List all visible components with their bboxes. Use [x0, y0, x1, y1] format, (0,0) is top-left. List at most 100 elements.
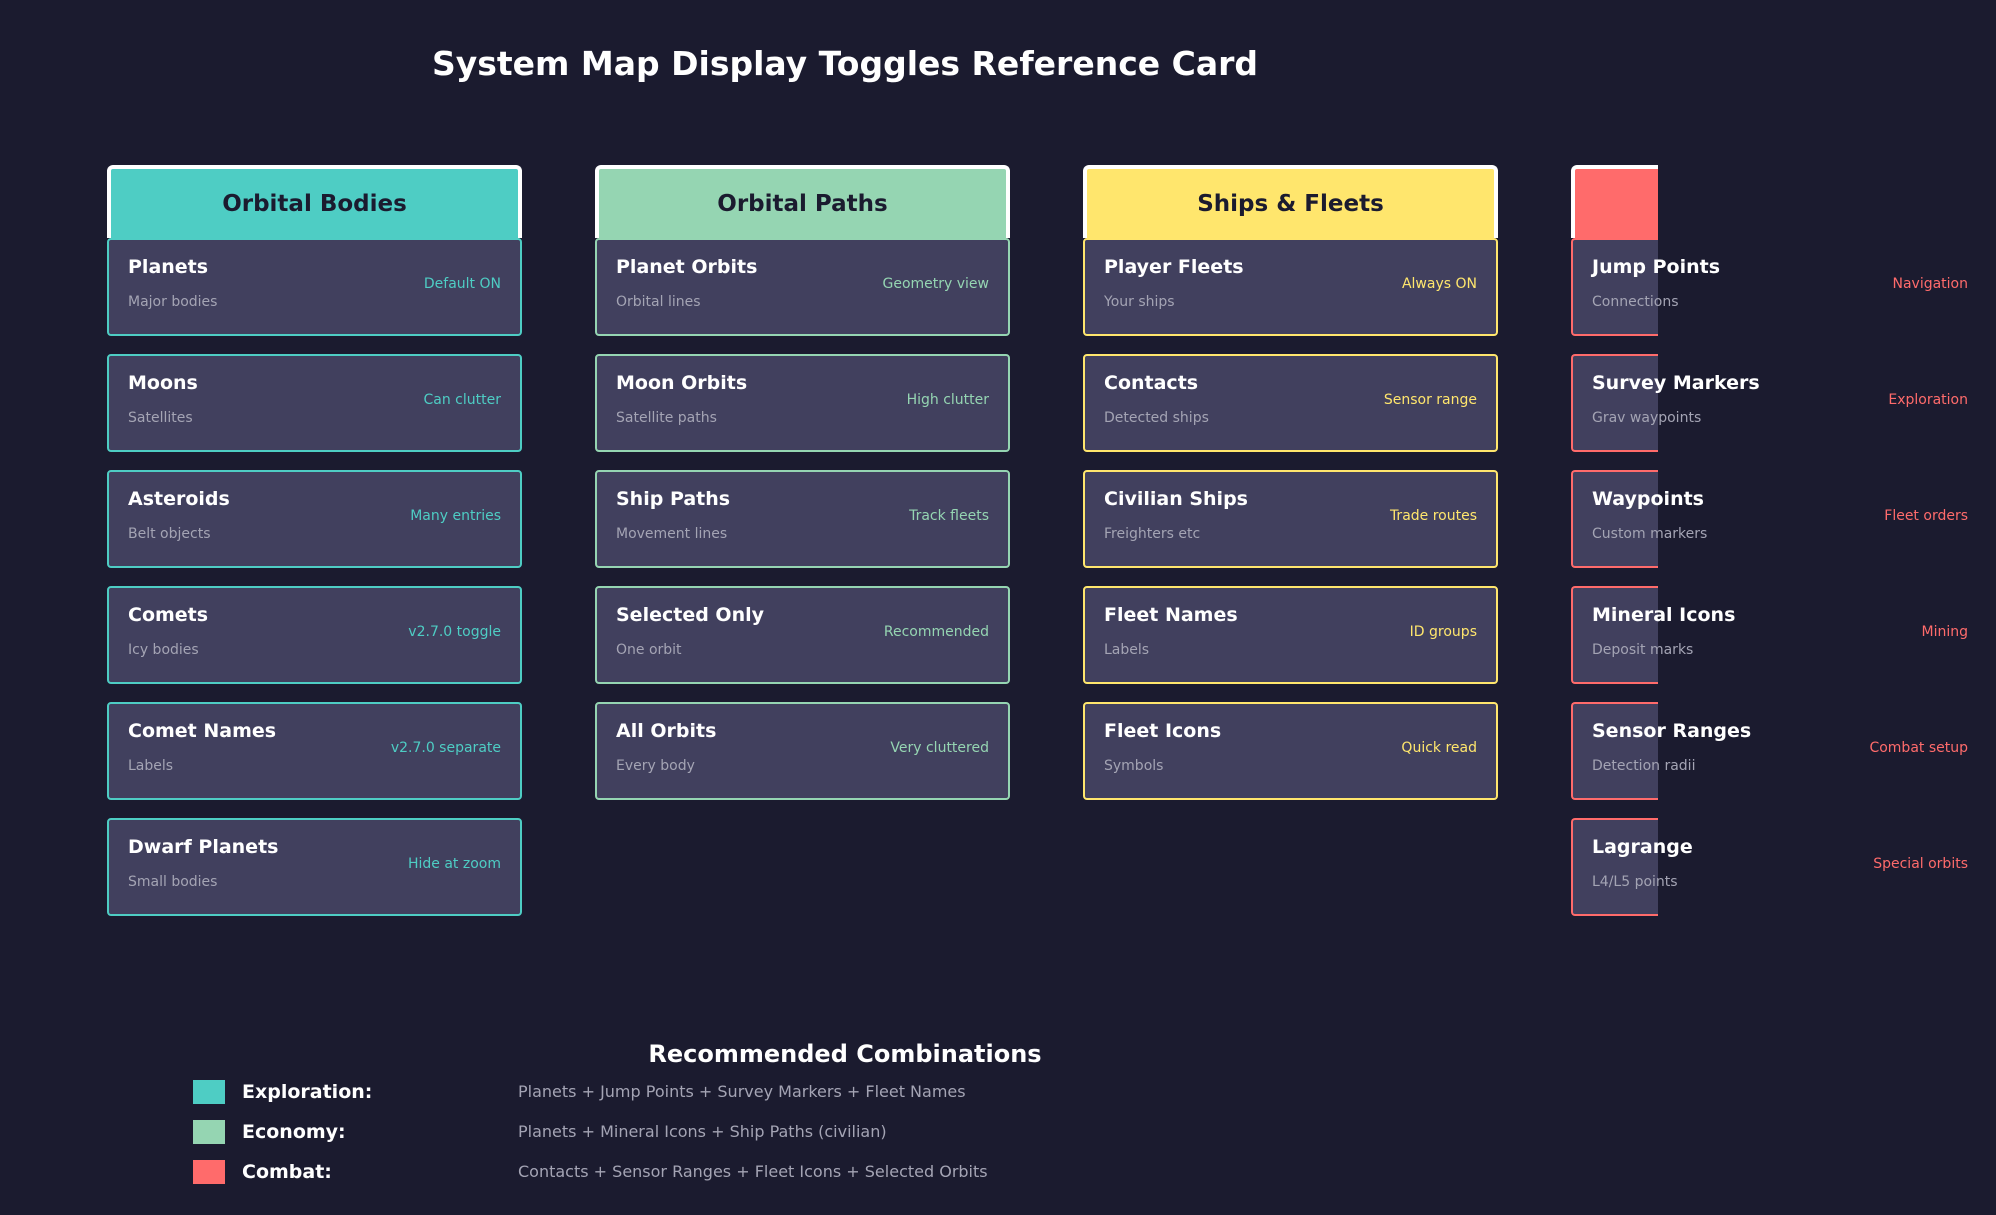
toggle-description: Belt objects — [128, 526, 211, 542]
toggle-note: Navigation — [1892, 276, 1968, 292]
toggle-description: Grav waypoints — [1592, 410, 1702, 426]
toggle-name: Comet Names — [128, 720, 277, 742]
toggle-name: All Orbits — [616, 720, 717, 742]
toggle-note: Sensor range — [1383, 392, 1477, 408]
toggle-description: L4/L5 points — [1592, 874, 1678, 890]
toggle-description: Freighters etc — [1104, 526, 1201, 542]
toggle-note: Exploration — [1888, 392, 1968, 408]
toggle-description: Icy bodies — [128, 642, 199, 658]
column-header: Orbital Paths — [595, 165, 1010, 238]
toggle-description: Custom markers — [1592, 526, 1708, 542]
toggle-description: Satellite paths — [616, 410, 717, 426]
toggle-name: Moon Orbits — [616, 372, 748, 394]
toggle-name: Lagrange — [1592, 836, 1693, 858]
toggle-note: Very cluttered — [890, 740, 989, 756]
combination-label: Economy: — [242, 1121, 346, 1143]
toggle-description: Symbols — [1104, 758, 1164, 774]
toggle-note: Trade routes — [1389, 508, 1477, 524]
toggle-note: Special orbits — [1873, 856, 1968, 872]
toggle-name: Jump Points — [1592, 256, 1721, 278]
toggle-note: Always ON — [1401, 276, 1477, 292]
toggle-name: Planet Orbits — [616, 256, 758, 278]
toggle-name: Waypoints — [1592, 488, 1704, 510]
toggle-name: Survey Markers — [1592, 372, 1760, 394]
toggle-name: Civilian Ships — [1104, 488, 1248, 510]
toggle-description: Your ships — [1104, 294, 1175, 310]
toggle-note: Track fleets — [909, 508, 989, 524]
combination-text: Planets + Jump Points + Survey Markers +… — [518, 1082, 966, 1101]
toggle-note: Recommended — [883, 624, 989, 640]
toggle-name: Comets — [128, 604, 209, 626]
page-title: System Map Display Toggles Reference Car… — [431, 44, 1259, 83]
toggle-note: v2.7.0 separate — [390, 740, 501, 756]
toggle-name: Ship Paths — [616, 488, 731, 510]
toggle-note: ID groups — [1409, 624, 1477, 640]
toggle-description: One orbit — [616, 642, 682, 658]
toggle-name: Planets — [128, 256, 209, 278]
toggle-name: Fleet Icons — [1104, 720, 1222, 742]
toggle-description: Deposit marks — [1592, 642, 1694, 658]
toggle-note: Quick read — [1401, 740, 1477, 756]
toggle-description: Labels — [1104, 642, 1150, 658]
toggle-note: Default ON — [423, 276, 501, 292]
toggle-description: Small bodies — [128, 874, 218, 890]
toggle-name: Selected Only — [616, 604, 764, 626]
toggle-description: Labels — [128, 758, 174, 774]
toggle-note: Combat setup — [1869, 740, 1968, 756]
combination-text: Contacts + Sensor Ranges + Fleet Icons +… — [518, 1162, 988, 1181]
toggle-description: Major bodies — [128, 294, 218, 310]
combination-swatch — [193, 1080, 225, 1104]
toggle-description: Connections — [1592, 294, 1679, 310]
toggle-description: Movement lines — [616, 526, 728, 542]
toggle-name: Asteroids — [128, 488, 230, 510]
toggle-name: Dwarf Planets — [128, 836, 279, 858]
toggle-name: Player Fleets — [1104, 256, 1244, 278]
toggle-description: Satellites — [128, 410, 193, 426]
toggle-name: Fleet Names — [1104, 604, 1238, 626]
toggle-note: Fleet orders — [1884, 508, 1968, 524]
toggle-note: Hide at zoom — [407, 856, 501, 872]
combination-label: Exploration: — [242, 1081, 373, 1103]
toggle-name: Contacts — [1104, 372, 1199, 394]
toggle-description: Every body — [616, 758, 695, 774]
toggle-name: Moons — [128, 372, 198, 394]
toggle-note: High clutter — [906, 392, 989, 408]
toggle-description: Detected ships — [1104, 410, 1209, 426]
toggle-note: Geometry view — [882, 276, 990, 292]
column-header: Ships & Fleets — [1083, 165, 1498, 238]
combination-swatch — [193, 1160, 225, 1184]
toggle-note: Mining — [1921, 624, 1969, 640]
toggle-name: Sensor Ranges — [1592, 720, 1752, 742]
toggle-description: Detection radii — [1592, 758, 1696, 774]
combination-label: Combat: — [242, 1161, 332, 1183]
column-header: Orbital Bodies — [107, 165, 522, 238]
combinations-title: Recommended Combinations — [648, 1040, 1042, 1068]
combination-swatch — [193, 1120, 225, 1144]
toggle-name: Mineral Icons — [1592, 604, 1736, 626]
